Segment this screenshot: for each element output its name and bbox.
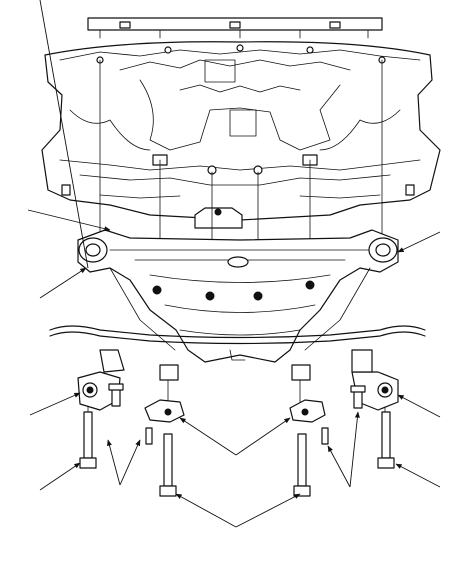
left-bracket-assembly <box>77 349 125 469</box>
front-subframe <box>49 229 426 381</box>
radiator-support-bar <box>87 17 383 39</box>
engine-body-assembly <box>41 41 441 229</box>
right-bracket-assembly <box>350 349 399 469</box>
callout-leaders <box>27 0 441 528</box>
stiffener-plates <box>144 399 329 497</box>
